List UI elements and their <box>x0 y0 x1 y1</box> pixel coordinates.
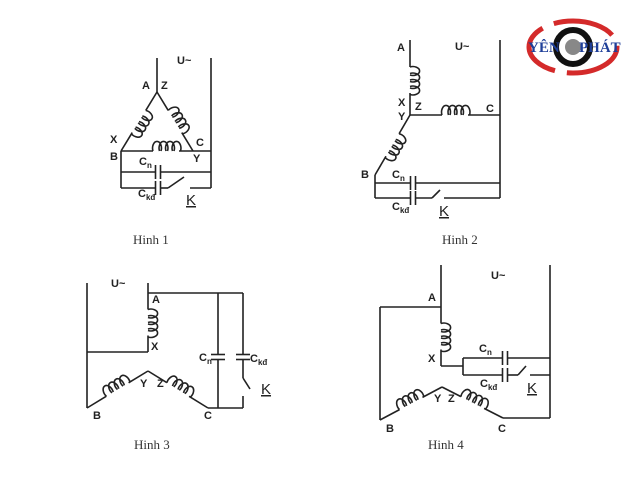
label-C: C <box>486 103 494 115</box>
label-C: C <box>204 410 212 422</box>
label-Y: Y <box>434 393 442 405</box>
capacitor-label: Ckđ <box>480 378 497 392</box>
label-K: K <box>261 381 271 398</box>
logo-text-right: PHÁT <box>579 39 621 56</box>
capacitor-letter: C <box>138 188 146 200</box>
switch-k <box>242 377 251 390</box>
label-Z: Z <box>161 80 168 92</box>
label-A: A <box>142 80 150 92</box>
capacitor-letter: C <box>392 169 400 181</box>
coil-winding <box>120 91 158 152</box>
capacitor-letter: C <box>480 378 488 390</box>
label-B: B <box>93 410 101 422</box>
label-K: K <box>439 203 449 220</box>
capacitor-label: Ckđ <box>250 353 267 367</box>
coil-winding <box>374 114 411 176</box>
logo-pupil <box>565 39 581 55</box>
label-Z: Z <box>415 101 422 113</box>
label-Y: Y <box>398 111 406 123</box>
capacitor-label: Cn <box>139 156 152 170</box>
label-A: A <box>397 42 405 54</box>
coil-winding <box>441 386 504 419</box>
label-A: A <box>152 294 160 306</box>
label-Y: Y <box>140 378 148 390</box>
label-U: U~ <box>177 55 192 67</box>
coil-winding <box>86 370 149 409</box>
capacitor-label: Cn <box>479 343 492 357</box>
capacitor-letter: C <box>139 156 147 168</box>
coil-winding <box>147 293 159 352</box>
capacitor-subscript: n <box>400 174 405 183</box>
switch-k <box>517 365 527 376</box>
label-X: X <box>428 353 436 365</box>
label-U: U~ <box>455 41 470 53</box>
capacitor-label: Cn <box>392 169 405 183</box>
label-K: K <box>186 192 196 209</box>
figure-caption-1: Hinh 1 <box>133 232 169 247</box>
label-X: X <box>110 134 118 146</box>
label-C: C <box>196 137 204 149</box>
label-X: X <box>151 341 159 353</box>
label-Z: Z <box>448 393 455 405</box>
capacitor-letter: C <box>199 352 207 364</box>
capacitor-subscript: kđ <box>258 358 267 367</box>
label-U: U~ <box>111 278 126 290</box>
label-C: C <box>498 423 506 435</box>
capacitor-letter: C <box>250 353 258 365</box>
label-X: X <box>398 97 406 109</box>
capacitor-subscript: kđ <box>400 206 409 215</box>
label-B: B <box>361 169 369 181</box>
capacitor-label: Cn <box>199 352 212 366</box>
label-K: K <box>527 380 537 397</box>
capacitor-subscript: n <box>487 348 492 357</box>
logo-red-ring <box>526 18 620 76</box>
capacitor-letter: C <box>392 201 400 213</box>
coil-winding <box>410 104 500 116</box>
coil-winding <box>156 91 194 152</box>
figure-caption-2: Hinh 2 <box>442 232 478 247</box>
label-B: B <box>110 151 118 163</box>
label-Z: Z <box>157 378 164 390</box>
label-Y: Y <box>193 153 201 165</box>
coil-winding <box>121 140 211 152</box>
capacitor-subscript: kđ <box>146 193 155 202</box>
coil-winding <box>440 307 452 366</box>
label-U: U~ <box>491 270 506 282</box>
coil-winding <box>379 386 443 421</box>
switch-k <box>431 189 441 199</box>
capacitor-letter: C <box>479 343 487 355</box>
logo: YÊN PHÁT <box>526 18 621 76</box>
figure-caption-4: Hinh 4 <box>428 437 464 452</box>
label-B: B <box>386 423 394 435</box>
label-A: A <box>428 292 436 304</box>
capacitor-subscript: kđ <box>488 383 497 392</box>
capacitor-subscript: n <box>207 357 212 366</box>
capacitor-label: Ckđ <box>392 201 409 215</box>
capacitor-label: Ckđ <box>138 188 155 202</box>
coil-winding <box>409 45 421 115</box>
figure-caption-3: Hinh 3 <box>134 437 170 452</box>
wires <box>86 40 551 421</box>
switch-k <box>167 176 185 189</box>
capacitor-subscript: n <box>147 161 152 170</box>
coil-winding <box>147 370 209 409</box>
logo-text-left: YÊN <box>528 39 560 56</box>
